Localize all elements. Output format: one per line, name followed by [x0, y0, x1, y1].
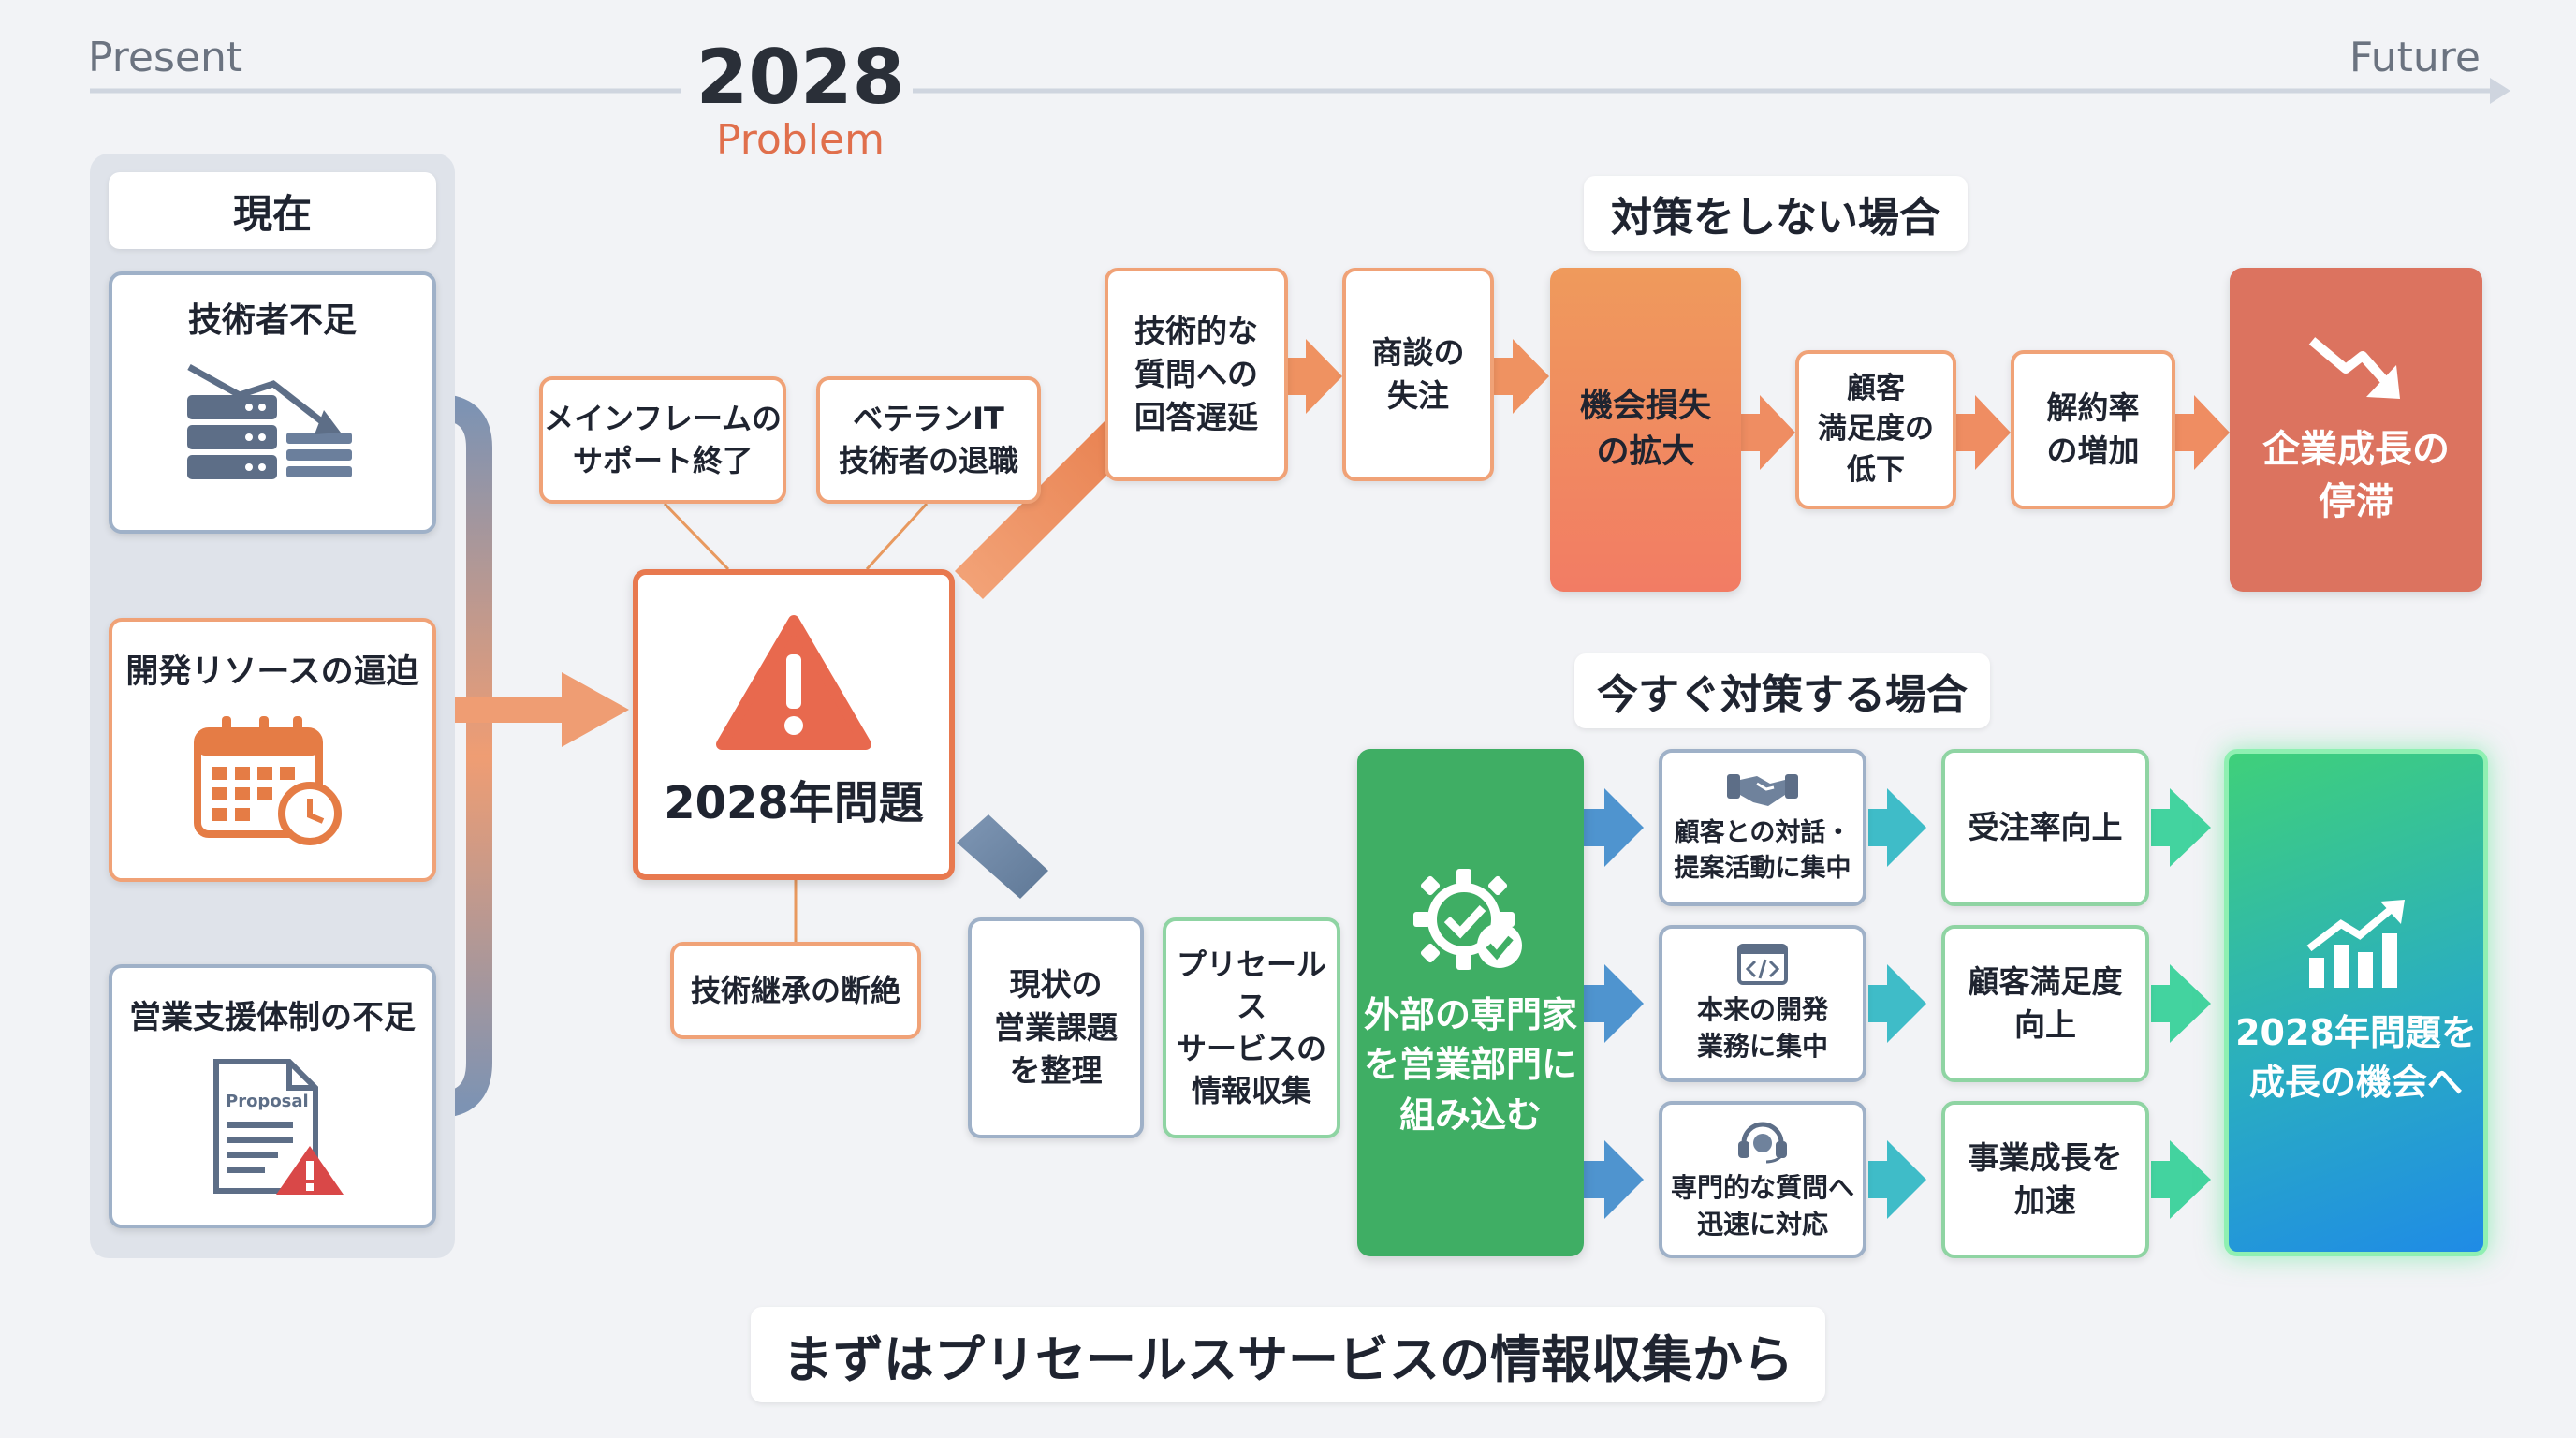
- step-opportunity-loss: 機会損失 の拡大: [1550, 268, 1741, 592]
- calendar-clock-icon: [194, 716, 342, 845]
- step-satisfaction-drop: 顧客 満足度の 低下: [1795, 350, 1956, 509]
- benefit-customer-focus: 顧客との対話・ 提案活動に集中: [1659, 749, 1866, 906]
- cause-knowledge-gap: 技術継承の断絶: [670, 942, 921, 1039]
- cause-line-1: [663, 502, 730, 571]
- outcome-growth: 事業成長を 加速: [1941, 1101, 2149, 1258]
- arrow-to-problem: [562, 672, 629, 747]
- timeline-present-label: Present: [88, 34, 243, 81]
- benefit-dev-focus: 本来の開発 業務に集中: [1659, 925, 1866, 1082]
- current-item-label: 技術者不足: [187, 301, 357, 340]
- benefit-label: 顧客との対話・ 提案活動に集中: [1674, 818, 1852, 883]
- core-arrow-2: [1584, 964, 1644, 1043]
- timeline-year: 2028: [695, 34, 905, 121]
- step-collect-info: プリセールス サービスの 情報収集: [1163, 917, 1340, 1138]
- step-answer-delay: 技術的な 質問への 回答遅延: [1105, 268, 1288, 481]
- core-label: 外部の専門家 を営業部門に 組み込む: [1363, 994, 1577, 1136]
- top-arrow-3: [1741, 395, 1795, 470]
- gear-check-icon: [1413, 869, 1522, 971]
- code-window-icon: [1737, 943, 1788, 985]
- result-label: 2028年問題を 成長の機会へ: [2235, 1011, 2477, 1103]
- step-churn-increase: 解約率 の増加: [2011, 350, 2175, 509]
- benefit-label: 本来の開発 業務に集中: [1696, 993, 1828, 1062]
- benefit-arrow-1: [1868, 788, 1926, 867]
- outcome-arrow-3: [2151, 1140, 2211, 1219]
- proposal-warning-icon: Proposal: [213, 1058, 344, 1195]
- handshake-icon: [1727, 774, 1798, 807]
- problem-label: 2028年問題: [664, 777, 924, 830]
- result-label: 企業成長の 停滞: [2262, 428, 2450, 523]
- server-decline-icon: [187, 364, 352, 480]
- current-item-sales-support: 営業支援体制の不足 Proposal: [109, 964, 436, 1228]
- benefit-label: 専門的な質問へ 迅速に対応: [1670, 1171, 1854, 1240]
- cause-veteran-retire: ベテランIT 技術者の退職: [816, 376, 1041, 504]
- current-item-label: 営業支援体制の不足: [129, 999, 416, 1036]
- branch-up-arrow: [955, 421, 1133, 599]
- core-arrow-1: [1584, 788, 1644, 867]
- current-title: 現在: [109, 172, 436, 249]
- branch-down-arrow: [957, 814, 1048, 899]
- warning-icon: [716, 615, 871, 751]
- current-item-dev-resource: 開発リソースの逼迫: [109, 618, 436, 882]
- bracket-connector: [438, 697, 569, 723]
- result-growth-opportunity: 2028年問題を 成長の機会へ: [2224, 749, 2488, 1256]
- cause-mainframe-eol: メインフレームの サポート終了: [539, 376, 786, 504]
- current-item-label: 開発リソースの逼迫: [125, 653, 419, 691]
- action-title: 今すぐ対策する場合: [1574, 653, 1990, 728]
- top-arrow-5: [2175, 395, 2230, 470]
- growth-chart-icon: [2306, 899, 2405, 988]
- benefit-arrow-3: [1868, 1140, 1926, 1219]
- timeline-arrowhead: [2490, 78, 2510, 104]
- outcome-arrow-2: [2151, 964, 2211, 1043]
- step-organize-issues: 現状の 営業課題 を整理: [968, 917, 1144, 1138]
- core-arrow-3: [1584, 1140, 1644, 1219]
- timeline-future-label: Future: [2349, 34, 2481, 81]
- top-arrow-4: [1956, 395, 2011, 470]
- outcome-arrow-1: [2151, 788, 2211, 867]
- step-deal-loss: 商談の 失注: [1342, 268, 1494, 481]
- problem-box: 2028年問題: [633, 569, 955, 880]
- cause-line-2: [865, 502, 929, 571]
- decline-arrow-icon: [2308, 337, 2400, 399]
- top-arrow-1: [1287, 339, 1342, 414]
- benefit-quick-response: 専門的な質問へ 迅速に対応: [1659, 1101, 1866, 1258]
- cta-banner[interactable]: まずはプリセールスサービスの情報収集から: [751, 1307, 1825, 1402]
- headset-icon: [1738, 1122, 1787, 1164]
- top-arrow-2: [1494, 339, 1549, 414]
- current-bracket: [437, 394, 492, 1118]
- benefit-arrow-2: [1868, 964, 1926, 1043]
- proposal-icon-text: Proposal: [226, 1092, 309, 1111]
- outcome-win-rate: 受注率向上: [1941, 749, 2149, 906]
- result-growth-stagnation: 企業成長の 停滞: [2230, 268, 2482, 592]
- no-action-title: 対策をしない場合: [1584, 176, 1968, 251]
- core-external-experts: 外部の専門家 を営業部門に 組み込む: [1357, 749, 1584, 1256]
- current-item-tech-shortage: 技術者不足: [109, 271, 436, 534]
- outcome-satisfaction: 顧客満足度 向上: [1941, 925, 2149, 1082]
- timeline-problem-label: Problem: [716, 116, 885, 164]
